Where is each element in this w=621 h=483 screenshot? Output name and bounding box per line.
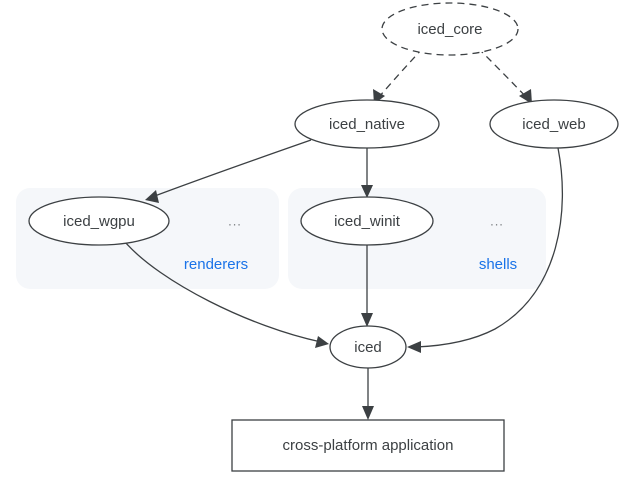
edge-line: [151, 139, 312, 198]
edge-iced-web-to-iced: [407, 147, 563, 353]
node-iced-wgpu-shape[interactable]: [28, 196, 170, 246]
edge-line: [477, 47, 528, 99]
renderers-ellipsis-label: ...: [228, 213, 242, 228]
node-iced-web-shape[interactable]: [489, 99, 619, 149]
arrow-head: [361, 313, 373, 327]
arrow-head: [145, 190, 159, 203]
edge-line: [415, 147, 563, 348]
node-iced-winit[interactable]: iced_winit: [300, 196, 434, 246]
edge-iced-wgpu-to-iced: [124, 241, 329, 348]
node-iced-web[interactable]: iced_web: [489, 99, 619, 149]
cluster-shells-label: shells: [479, 256, 517, 273]
edge-line: [377, 47, 424, 99]
node-iced-wgpu[interactable]: iced_wgpu: [28, 196, 170, 246]
node-renderers-ellipsis: ...: [228, 213, 242, 228]
edge-line: [124, 241, 322, 343]
edge-iced-to-application: [362, 368, 374, 420]
edge-iced-native-to-iced-wgpu: [145, 139, 312, 203]
arrow-head: [361, 185, 373, 198]
node-cross-platform-application[interactable]: cross-platform application: [231, 419, 505, 472]
node-iced-core[interactable]: iced_core: [381, 2, 519, 56]
node-shells-ellipsis: ...: [490, 213, 504, 228]
node-iced-shape[interactable]: [329, 325, 407, 369]
node-iced-core-shape[interactable]: [381, 2, 519, 56]
node-iced-native[interactable]: iced_native: [294, 99, 440, 149]
arrow-head: [362, 406, 374, 420]
shells-ellipsis-label: ...: [490, 213, 504, 228]
edge-iced-core-to-iced-native: [373, 47, 424, 104]
node-iced-web-label: iced_web: [522, 116, 585, 133]
node-iced-native-label: iced_native: [329, 116, 405, 133]
edge-iced-winit-to-iced: [361, 245, 373, 327]
node-iced-core-label: iced_core: [417, 21, 482, 38]
node-iced-native-shape[interactable]: [294, 99, 440, 149]
node-application-shape[interactable]: [231, 419, 505, 472]
node-iced-label: iced: [354, 339, 382, 356]
arrow-head: [315, 336, 329, 348]
node-application-label: cross-platform application: [283, 437, 454, 454]
node-iced-winit-label: iced_winit: [334, 213, 401, 230]
node-iced-winit-shape[interactable]: [300, 196, 434, 246]
node-iced-wgpu-label: iced_wgpu: [63, 213, 135, 230]
arrow-head: [407, 341, 421, 353]
arrow-head: [519, 89, 532, 104]
node-iced[interactable]: iced: [329, 325, 407, 369]
cluster-renderers-label: renderers: [184, 256, 248, 273]
edge-iced-core-to-iced-web: [477, 47, 532, 104]
edge-iced-native-to-iced-winit: [361, 148, 373, 198]
